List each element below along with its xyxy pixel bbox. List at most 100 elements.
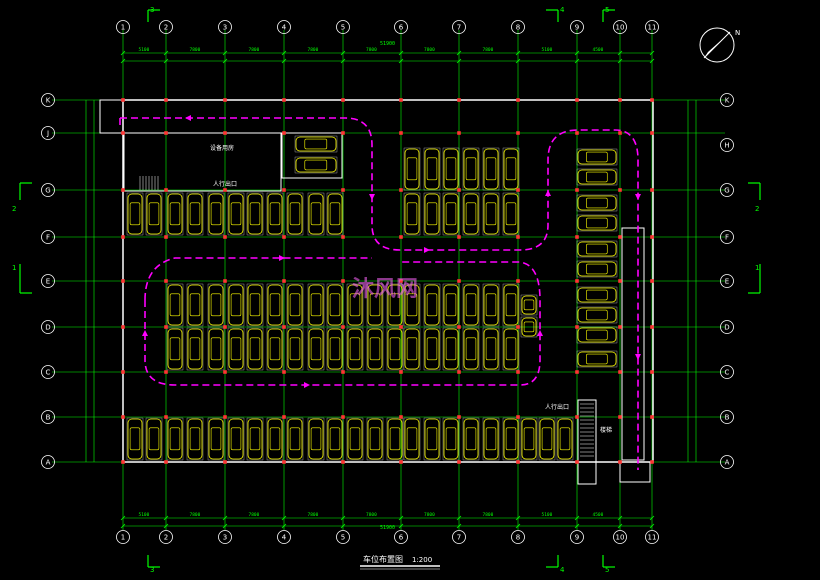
car-cabin <box>426 293 438 317</box>
column <box>121 415 125 419</box>
car-row-BA-12 <box>346 417 364 461</box>
column <box>399 98 403 102</box>
column <box>121 460 125 464</box>
car-cabin <box>406 293 418 317</box>
axis-right-F-circle <box>720 230 734 244</box>
axis-left-J: J <box>46 130 49 138</box>
dim-tick <box>222 523 228 529</box>
dim-tick <box>163 515 169 521</box>
car-body <box>443 148 459 190</box>
car-body <box>308 418 324 460</box>
car-row-BA-15 <box>403 417 421 461</box>
car-bay <box>366 417 384 461</box>
column <box>223 325 227 329</box>
car-row-BA-21 <box>520 417 538 461</box>
dim-tick <box>163 58 169 64</box>
car-bay <box>246 327 264 371</box>
column <box>164 460 168 464</box>
car-bay <box>462 283 480 327</box>
column <box>121 370 125 374</box>
dim-tick <box>515 50 521 56</box>
car-body <box>228 328 244 370</box>
column <box>341 370 345 374</box>
car-cabin <box>523 299 535 311</box>
section-left-1: 1 <box>12 264 16 272</box>
car-row-DC-4 <box>227 327 245 371</box>
car-row-GF-4 <box>186 192 204 236</box>
car-row-BA-4 <box>186 417 204 461</box>
car-right-5 <box>576 240 618 258</box>
car-bay <box>520 316 538 338</box>
car-row-DC-5 <box>246 327 264 371</box>
axis-top-3: 3 <box>223 24 227 32</box>
car-bay <box>482 283 500 327</box>
column <box>575 325 579 329</box>
car-row-BA-5 <box>207 417 225 461</box>
car-row-ED-11 <box>366 283 384 327</box>
car-bay <box>482 417 500 461</box>
car-row-BA-11 <box>326 417 344 461</box>
car-body <box>483 148 499 190</box>
dim-tick <box>617 50 623 56</box>
axis-bottom-10-circle <box>613 530 627 544</box>
car-body <box>443 284 459 326</box>
column <box>457 131 461 135</box>
car-body <box>347 284 363 326</box>
car-row-HG-2 <box>423 147 441 191</box>
dim-text: 7800 <box>424 512 435 518</box>
car-bay <box>286 283 304 327</box>
car-bay <box>166 417 184 461</box>
dim-tick <box>456 523 462 529</box>
car-cabin <box>230 427 242 451</box>
car-body <box>387 328 403 370</box>
car-cabin <box>541 427 553 451</box>
car-cabin <box>189 202 201 226</box>
axis-left-F: F <box>46 234 50 242</box>
car-bay <box>502 327 520 371</box>
axis-tags: 11223344556677889910101111KJGFEDCBAKHGFE… <box>12 6 761 574</box>
column <box>223 460 227 464</box>
column <box>164 279 168 283</box>
car-cabin <box>230 293 242 317</box>
axis-bottom-3: 3 <box>223 534 227 542</box>
axis-left-A-circle <box>41 455 55 469</box>
ramp-area <box>281 132 343 179</box>
car-body <box>267 328 283 370</box>
car-cabin <box>485 293 497 317</box>
dim-tick <box>398 58 404 64</box>
axis-top-4-circle <box>277 20 291 34</box>
axis-left-G: G <box>45 187 50 195</box>
car-body <box>463 193 479 235</box>
column <box>457 279 461 283</box>
axis-bottom-9-circle <box>570 530 584 544</box>
car-cabin <box>505 427 517 451</box>
route-arrow-icon <box>279 255 285 261</box>
dim-tick <box>222 515 228 521</box>
car-body <box>347 328 363 370</box>
car-row-BA-17 <box>442 417 460 461</box>
car-row-ED-14 <box>423 283 441 327</box>
axis-left-F-circle <box>41 230 55 244</box>
car-body <box>463 418 479 460</box>
car-cabin <box>426 202 438 226</box>
car-body <box>287 193 303 235</box>
column <box>650 279 654 283</box>
car-row-BA-10 <box>307 417 325 461</box>
car-row-GF-6 <box>227 192 245 236</box>
axis-right-H: H <box>724 142 729 150</box>
car-row-GF-7 <box>246 192 264 236</box>
axis-left-K: K <box>46 97 51 105</box>
car-row-BA-20 <box>502 417 520 461</box>
car-body <box>463 328 479 370</box>
column <box>341 279 345 283</box>
car-row-ED-10 <box>346 283 364 327</box>
car-cabin <box>445 427 457 451</box>
car-body <box>327 193 343 235</box>
car-cabin <box>559 427 571 451</box>
axis-left-E-circle <box>41 274 55 288</box>
car-body <box>167 418 183 460</box>
bottom-total-dim: 51900 <box>380 525 395 531</box>
column <box>516 370 520 374</box>
axis-right-A-circle <box>720 455 734 469</box>
car-body <box>127 418 143 460</box>
